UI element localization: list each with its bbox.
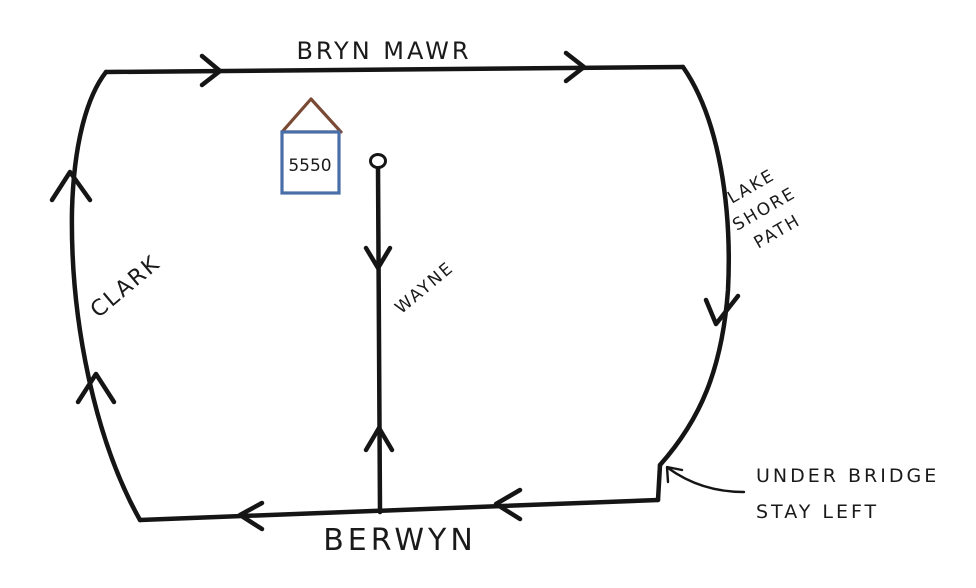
wayne-label: WAYNE	[392, 258, 459, 318]
bryn-mawr-arrow-2	[563, 50, 587, 84]
note-pointer-arrow	[666, 466, 746, 494]
house-wall-icon	[280, 130, 341, 195]
clark-street-line	[69, 69, 143, 523]
note-line1: UNDER BRIDGE	[756, 465, 939, 487]
start-point-circle	[369, 153, 387, 169]
wayne-arrow-up	[363, 425, 395, 453]
bryn-mawr-arrow-1	[199, 53, 223, 88]
wayne-street-line	[375, 165, 383, 515]
bridge-jog-line	[655, 462, 663, 503]
berwyn-arrow-1	[493, 487, 523, 522]
note-pointer-arrowhead	[665, 465, 684, 484]
house-roof-icon	[280, 97, 343, 134]
bryn-mawr-label: BRYN MAWR	[296, 37, 471, 65]
note-line2: STAY LEFT	[756, 501, 879, 523]
house-number-label: 5550	[288, 156, 331, 176]
berwyn-street-line	[137, 497, 661, 523]
bryn-mawr-street-line	[103, 64, 686, 75]
clark-arrow-2	[75, 371, 117, 405]
lake-shore-path-line	[657, 64, 731, 468]
lake-shore-arrow	[703, 293, 741, 327]
wayne-arrow-down	[363, 245, 393, 271]
berwyn-arrow-2	[237, 500, 265, 532]
berwyn-label: BERWYN	[323, 523, 477, 558]
clark-label: CLARK	[86, 251, 166, 323]
lake-shore-path-label: LAKE SHORE PATH	[724, 165, 804, 253]
clark-arrow-1	[49, 169, 93, 203]
